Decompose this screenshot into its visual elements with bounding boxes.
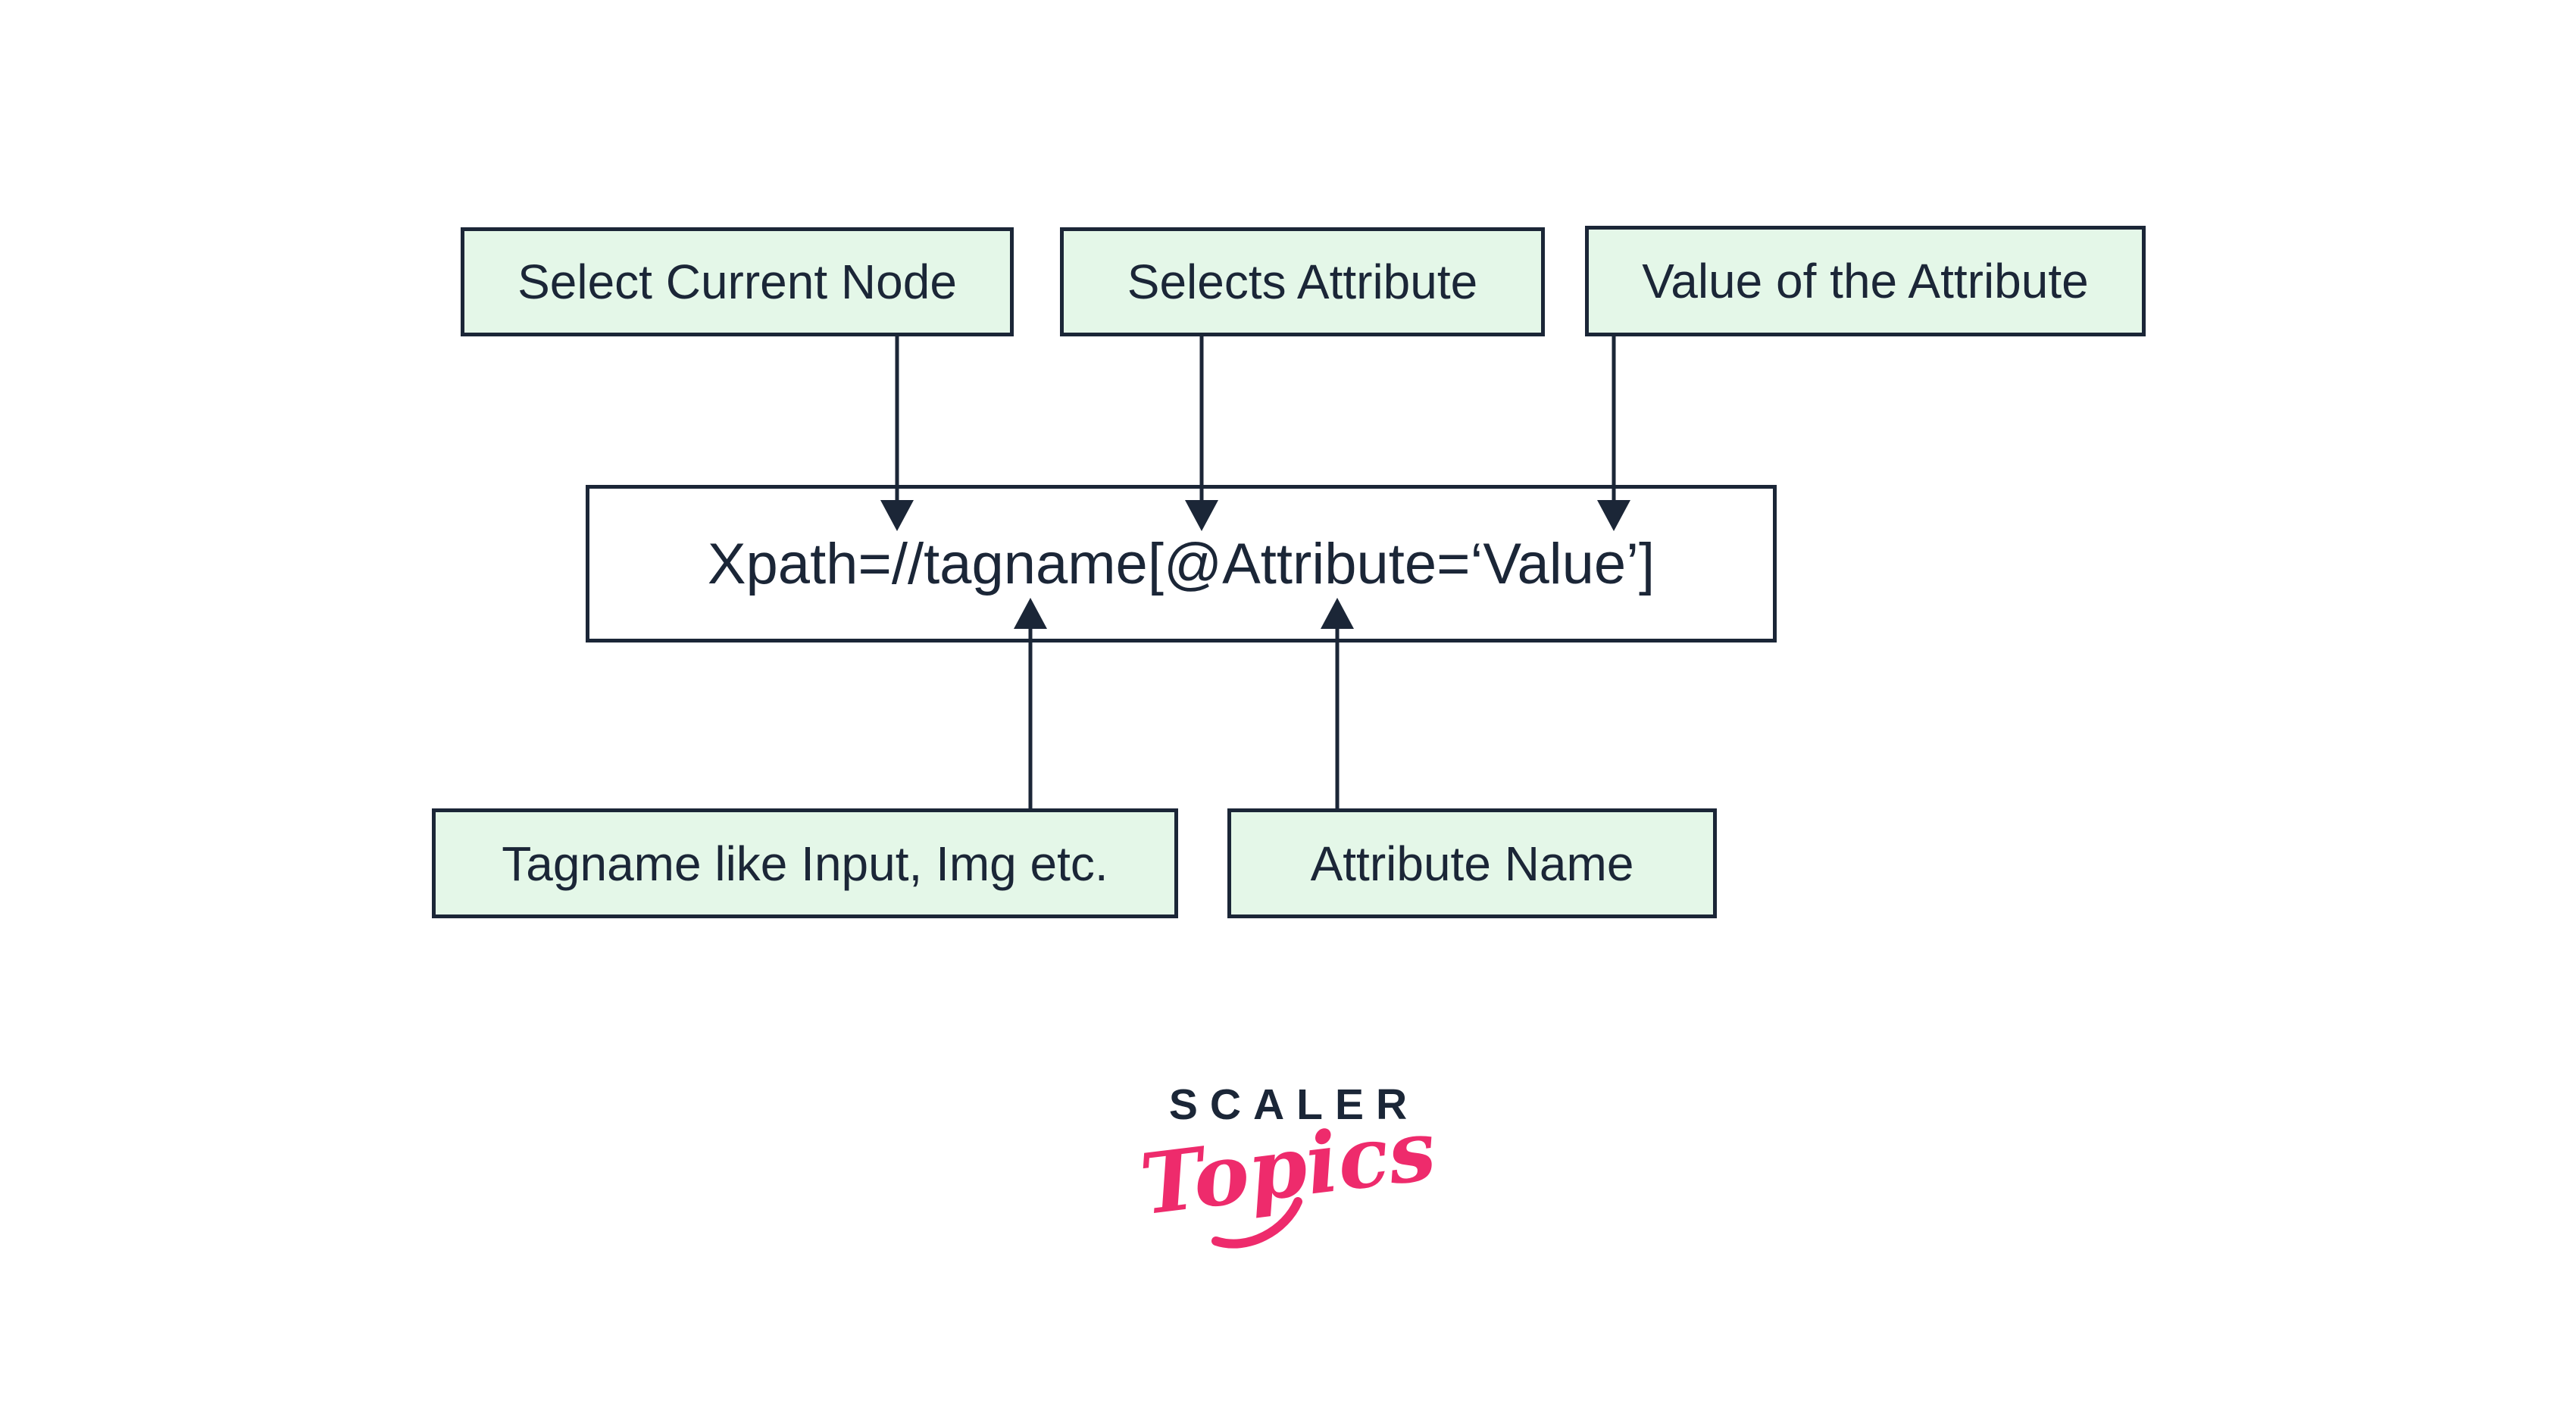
label-box-selects-attribute: Selects Attribute: [1060, 227, 1545, 336]
label-box-attribute-name: Attribute Name: [1227, 808, 1717, 918]
label-attribute-name: Attribute Name: [1310, 836, 1634, 891]
scaler-topics-logo: SCALER Topics: [1135, 1080, 1440, 1258]
logo-swash-icon: [1211, 1196, 1302, 1249]
label-select-current-node: Select Current Node: [517, 255, 957, 309]
xpath-expression-box: Xpath=//tagname[@Attribute=‘Value’]: [586, 485, 1777, 642]
label-tagname: Tagname like Input, Img etc.: [502, 836, 1108, 891]
label-box-value-of-attribute: Value of the Attribute: [1585, 226, 2146, 336]
logo-wordmark-scaler: SCALER: [1168, 1080, 1420, 1129]
label-selects-attribute: Selects Attribute: [1127, 255, 1478, 309]
label-box-tagname: Tagname like Input, Img etc.: [432, 808, 1178, 918]
xpath-expression-text: Xpath=//tagname[@Attribute=‘Value’]: [707, 531, 1655, 596]
label-value-of-attribute: Value of the Attribute: [1642, 254, 2089, 308]
label-box-select-current-node: Select Current Node: [461, 227, 1014, 336]
